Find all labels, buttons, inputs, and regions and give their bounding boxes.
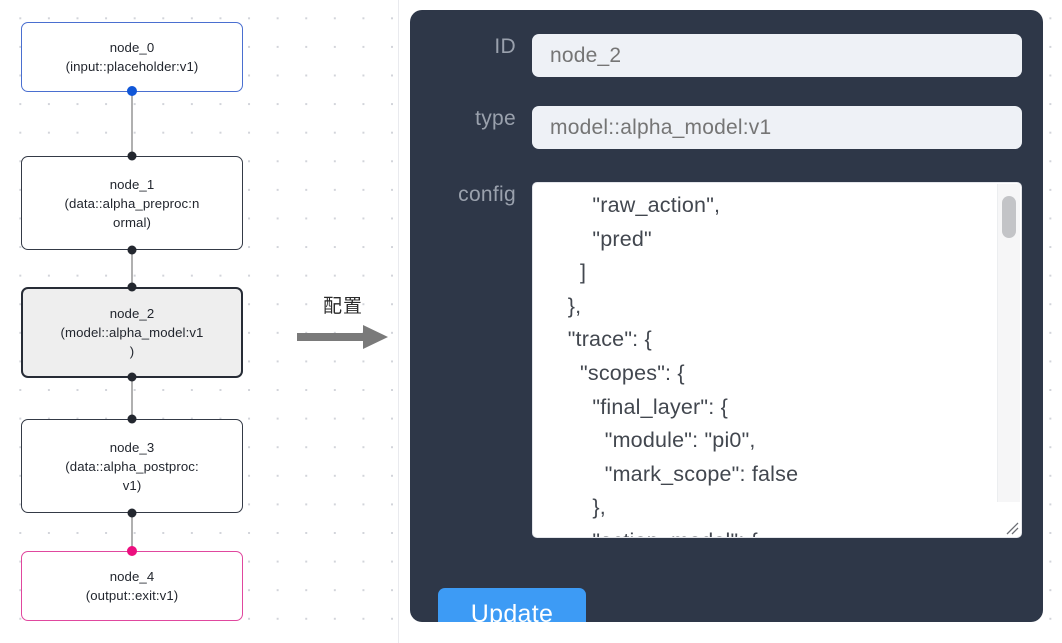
graph-node-node_4[interactable]: node_4 (output::exit:v1) bbox=[21, 551, 243, 621]
resize-handle-icon[interactable] bbox=[1001, 517, 1019, 535]
node-handle-node_2-target[interactable] bbox=[127, 282, 137, 292]
node-handle-node_0-source[interactable] bbox=[127, 86, 137, 96]
node-handle-node_3-source[interactable] bbox=[127, 508, 137, 518]
node-handle-node_3-target[interactable] bbox=[127, 414, 137, 424]
config-textarea-wrapper: "raw_action", "pred" ] }, "trace": { "sc… bbox=[532, 182, 1022, 538]
graph-node-label: node_3 (data::alpha_postproc: v1) bbox=[65, 439, 199, 493]
id-input[interactable] bbox=[532, 34, 1022, 77]
edge-node0-node1 bbox=[131, 91, 133, 155]
graph-node-node_3[interactable]: node_3 (data::alpha_postproc: v1) bbox=[21, 419, 243, 513]
graph-node-node_1[interactable]: node_1 (data::alpha_preproc:n ormal) bbox=[21, 156, 243, 250]
graph-node-node_0[interactable]: node_0 (input::placeholder:v1) bbox=[21, 22, 243, 92]
node-handle-node_1-source[interactable] bbox=[127, 245, 137, 255]
config-field-label: config bbox=[458, 183, 516, 206]
node-config-panel: ID type config "raw_action", "pred" ] },… bbox=[410, 10, 1043, 622]
type-input[interactable] bbox=[532, 106, 1022, 149]
update-button[interactable]: Update bbox=[438, 588, 586, 622]
id-field-label: ID bbox=[494, 35, 516, 58]
id-form-row: ID bbox=[424, 34, 1022, 77]
edge-node3-node4 bbox=[131, 513, 133, 551]
type-field-label: type bbox=[475, 107, 516, 130]
node-handle-node_2-source[interactable] bbox=[127, 372, 137, 382]
graph-node-label: node_4 (output::exit:v1) bbox=[85, 569, 179, 603]
node-handle-node_4-target[interactable] bbox=[127, 546, 137, 556]
graph-node-label: node_2 (model::alpha_model:v1 ) bbox=[60, 306, 204, 359]
graph-node-node_2[interactable]: node_2 (model::alpha_model:v1 ) bbox=[21, 287, 243, 378]
node-graph-canvas[interactable]: node_0 (input::placeholder:v1) node_1 (d… bbox=[0, 0, 399, 643]
node-handle-node_1-target[interactable] bbox=[127, 151, 137, 161]
flow-annotation: 配置 bbox=[289, 296, 397, 355]
graph-node-label: node_0 (input::placeholder:v1) bbox=[65, 40, 199, 74]
graph-node-label: node_1 (data::alpha_preproc:n ormal) bbox=[64, 176, 200, 230]
annotation-label: 配置 bbox=[322, 296, 363, 317]
type-form-row: type bbox=[424, 106, 1022, 149]
panel-canvas: ID type config "raw_action", "pred" ] },… bbox=[399, 0, 1062, 643]
arrow-right-icon bbox=[289, 324, 397, 355]
config-form-row: config "raw_action", "pred" ] }, "trace"… bbox=[424, 182, 1022, 538]
config-textarea[interactable]: "raw_action", "pred" ] }, "trace": { "sc… bbox=[532, 182, 1022, 538]
config-scrollbar-thumb[interactable] bbox=[1002, 196, 1016, 238]
edge-node2-node3 bbox=[131, 377, 133, 418]
config-scrollbar[interactable] bbox=[997, 184, 1020, 502]
edge-node1-node2 bbox=[131, 250, 133, 286]
